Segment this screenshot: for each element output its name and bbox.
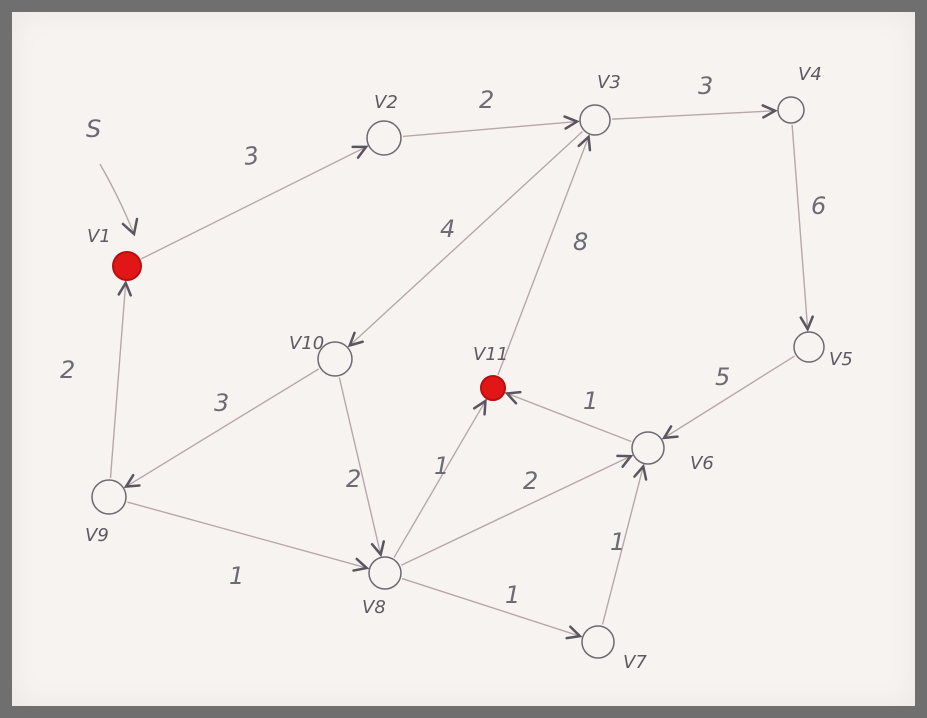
node-label-v10: V10 bbox=[289, 333, 324, 354]
node-v2 bbox=[366, 120, 402, 156]
node-v11 bbox=[480, 375, 506, 401]
arrowhead-icon bbox=[761, 104, 778, 119]
edge-weight: 8 bbox=[573, 228, 588, 256]
edge-v1-v2: 3 bbox=[141, 141, 369, 260]
arrowhead-icon bbox=[351, 145, 369, 159]
node-v8 bbox=[368, 556, 402, 590]
arrowhead-icon bbox=[661, 425, 679, 440]
node-v10 bbox=[317, 341, 353, 377]
edge-weight: 3 bbox=[214, 389, 229, 417]
arrowhead-icon bbox=[347, 331, 364, 348]
edge-v5-v6: 5 bbox=[661, 355, 795, 440]
node-label-v1: V1 bbox=[87, 226, 111, 247]
edge-v7-v6: 1 bbox=[601, 463, 648, 625]
arrowhead-icon bbox=[616, 454, 634, 468]
edge-line bbox=[611, 110, 776, 120]
edge-line bbox=[349, 130, 583, 346]
arrowhead-icon bbox=[577, 134, 592, 152]
node-v4 bbox=[777, 96, 805, 124]
edge-v3-v4: 3 bbox=[611, 72, 778, 120]
node-v9 bbox=[91, 479, 127, 515]
edge-v4-v5: 6 bbox=[791, 124, 826, 332]
node-label-v2: V2 bbox=[374, 92, 398, 113]
edge-line bbox=[497, 136, 590, 376]
edge-line bbox=[401, 577, 581, 637]
node-label-v5: V5 bbox=[829, 349, 853, 370]
edge-line bbox=[125, 368, 320, 488]
edge-v9-v1: 2 bbox=[60, 280, 132, 479]
edge-weight: 6 bbox=[811, 192, 826, 220]
edge-weight: 2 bbox=[479, 86, 494, 114]
node-label-v11: V11 bbox=[473, 344, 508, 365]
edge-line bbox=[127, 501, 367, 569]
edge-line bbox=[506, 392, 632, 443]
edge-line bbox=[400, 455, 632, 566]
edge-v11-v3: 8 bbox=[497, 134, 592, 376]
edge-v8-v11: 1 bbox=[393, 398, 487, 558]
node-label-v9: V9 bbox=[85, 525, 109, 546]
node-v3 bbox=[579, 104, 611, 136]
edge-v8-v7: 1 bbox=[401, 577, 583, 640]
node-label-v6: V6 bbox=[690, 453, 714, 474]
edge-line bbox=[141, 146, 367, 260]
edge-line bbox=[402, 120, 578, 138]
source-arrow bbox=[99, 163, 135, 235]
edge-weight: 1 bbox=[229, 562, 244, 590]
node-label-v7: V7 bbox=[623, 652, 647, 673]
edge-weight: 2 bbox=[523, 467, 538, 495]
edge-v10-v9: 3 bbox=[123, 368, 320, 489]
arrowhead-icon bbox=[565, 625, 583, 640]
edge-v2-v3: 2 bbox=[402, 86, 580, 138]
edge-v8-v6: 2 bbox=[400, 454, 634, 566]
edge-weight: 4 bbox=[440, 215, 455, 243]
edge-line bbox=[791, 124, 809, 330]
arrowhead-icon bbox=[352, 557, 370, 572]
edge-weight: 1 bbox=[434, 452, 449, 480]
edge-weight: 3 bbox=[242, 141, 261, 171]
edge-weight: 1 bbox=[505, 581, 520, 609]
node-label-v8: V8 bbox=[362, 597, 386, 618]
edge-v9-v8: 1 bbox=[127, 501, 370, 590]
node-label-v3: V3 bbox=[597, 72, 621, 93]
source-arrowhead-icon bbox=[121, 217, 139, 237]
arrowhead-icon bbox=[117, 280, 132, 297]
node-v1 bbox=[112, 251, 142, 281]
arrowhead-icon bbox=[123, 473, 141, 489]
edge-line bbox=[601, 466, 644, 625]
node-v7 bbox=[581, 625, 615, 659]
node-label-v4: V4 bbox=[798, 64, 822, 85]
edge-weight: 5 bbox=[715, 363, 730, 391]
source-label: S bbox=[86, 115, 101, 143]
arrowhead-icon bbox=[504, 390, 522, 405]
edge-line bbox=[663, 355, 795, 439]
arrowhead-icon bbox=[799, 315, 814, 332]
edge-weight: 1 bbox=[583, 387, 598, 415]
edge-line bbox=[109, 282, 127, 479]
edge-v3-v10: 4 bbox=[347, 130, 583, 348]
node-v5 bbox=[793, 331, 825, 363]
edge-weight: 2 bbox=[60, 356, 75, 384]
edge-weight: 3 bbox=[698, 72, 713, 100]
edge-v10-v8: 2 bbox=[338, 377, 386, 558]
arrowhead-icon bbox=[633, 463, 648, 481]
edge-weight: 1 bbox=[610, 528, 625, 556]
arrowhead-icon bbox=[370, 540, 386, 558]
node-v6 bbox=[631, 431, 665, 465]
edge-line bbox=[393, 400, 487, 558]
edge-line bbox=[338, 377, 382, 555]
edge-v6-v11: 1 bbox=[504, 387, 632, 443]
edge-weight: 2 bbox=[346, 465, 361, 493]
arrowhead-icon bbox=[563, 115, 580, 130]
arrowhead-icon bbox=[472, 398, 487, 416]
